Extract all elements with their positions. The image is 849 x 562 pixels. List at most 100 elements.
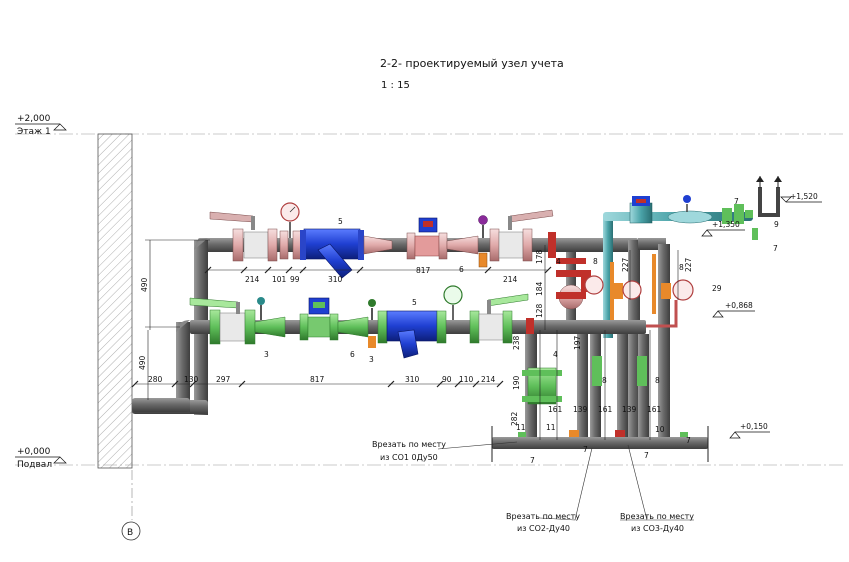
- leader-lines: [437, 441, 694, 521]
- callout: 8: [602, 376, 607, 385]
- level-mark-0868: +0,868: [712, 301, 755, 318]
- callout: 6: [350, 350, 355, 359]
- callout: 3: [369, 355, 374, 364]
- callout: 4: [553, 350, 558, 359]
- level-mark-1350: +1,350: [701, 220, 745, 237]
- callout: 7: [686, 436, 691, 445]
- dim-label: 128: [535, 303, 544, 318]
- callout: 11: [516, 423, 526, 432]
- callout: 8: [593, 257, 598, 266]
- level-mark-top: +2,000 Этаж 1: [15, 114, 67, 137]
- level-mark-0150: +0,150: [729, 422, 770, 439]
- level-mark-bottom: +0,000 Подвал: [15, 447, 67, 470]
- dim-label: 214: [481, 375, 496, 384]
- upper-dimension-labels: 214 101 99 310 817 214: [245, 266, 518, 284]
- callout: 4: [556, 257, 561, 266]
- flange: [232, 228, 244, 262]
- callout: 11: [546, 423, 556, 432]
- drawing-scale: 1 : 15: [381, 80, 410, 91]
- dim-label: 110: [459, 375, 474, 384]
- callout: 3: [264, 350, 269, 359]
- pressure-gauge: [672, 279, 694, 301]
- dim-label: 297: [216, 375, 231, 384]
- note-line: из СО3-Ду40: [631, 524, 684, 533]
- regulator-assembly: [556, 252, 586, 330]
- valve-handle: [209, 211, 254, 223]
- callout: 5: [412, 298, 417, 307]
- dim-label: 161: [548, 405, 563, 414]
- thermometer: [478, 215, 488, 225]
- axis-bubble: [121, 521, 141, 541]
- dim-label: 227: [621, 257, 630, 272]
- level-bottom-name: Подвал: [17, 460, 52, 470]
- note-3: Врезать по месту из СО3-Ду40: [620, 512, 694, 533]
- callout: 8: [679, 263, 684, 272]
- pressure-gauge: [584, 275, 604, 295]
- dim-label: 130: [184, 375, 199, 384]
- dim-label: 227: [684, 257, 693, 272]
- dimensions: [131, 239, 679, 440]
- note-line: Врезать по месту: [372, 440, 446, 449]
- callout: 7: [773, 244, 778, 253]
- dim-label: 214: [503, 275, 518, 284]
- dim-label: 817: [310, 375, 325, 384]
- dim-label: 310: [405, 375, 420, 384]
- dim-label: 139: [573, 405, 588, 414]
- dim-label: 90: [442, 375, 452, 384]
- note-line: Врезать по месту: [620, 512, 694, 521]
- callout: 9: [774, 220, 779, 229]
- callout: 10: [655, 425, 665, 434]
- dim-label: 280: [148, 375, 163, 384]
- callout: 7: [530, 456, 535, 465]
- dim-label: 238: [512, 335, 521, 350]
- callout: 7: [734, 197, 739, 206]
- level-value: +0,150: [740, 422, 768, 431]
- dim-label: 817: [416, 266, 431, 275]
- callout: 7: [583, 445, 588, 454]
- level-value: +1,350: [712, 220, 740, 229]
- note-2: Врезать по месту из СО2-Ду40: [506, 512, 580, 533]
- wall-section: [97, 133, 133, 469]
- callout: 8: [655, 376, 660, 385]
- drawing-title: 2-2- проектируемый узел учета: [380, 57, 564, 70]
- dim-label: 197: [573, 335, 582, 350]
- level-mark-1520: +1,520: [780, 192, 822, 203]
- level-lines: [15, 133, 845, 466]
- dim-label: 214: [245, 275, 260, 284]
- right-gauges: [581, 254, 694, 328]
- callout: 7: [644, 451, 649, 460]
- flowmeter: [414, 235, 440, 257]
- dim-label: 99: [290, 275, 300, 284]
- level-value: +1,520: [790, 192, 818, 201]
- dim-label: 282: [510, 411, 519, 426]
- dim-label: 184: [535, 281, 544, 296]
- callout: 29: [712, 284, 722, 293]
- level-top-name: Этаж 1: [17, 127, 51, 137]
- callout: 5: [338, 217, 343, 226]
- dim-label: 139: [622, 405, 637, 414]
- note-1: Врезать по месту из СО1 0Ду50: [372, 440, 446, 462]
- vertical-dimension-labels: 490 490 178 184 128 238 197 190 282 161 …: [138, 249, 693, 426]
- note-line: из СО1 0Ду50: [380, 453, 438, 462]
- lower-dimension-labels: 280 130 297 817 310 90 110 214: [148, 375, 496, 384]
- note-line: из СО2-Ду40: [517, 524, 570, 533]
- dim-label: 190: [512, 375, 521, 390]
- ball-valve: [243, 231, 269, 259]
- level-top-value: +2,000: [17, 114, 51, 124]
- dim-label: 161: [598, 405, 613, 414]
- pressure-gauge: [443, 285, 463, 305]
- teal-branch: [603, 176, 782, 338]
- callout-numbers: 5 6 5 6 3 3 4 4 8 8 8 8 29 7 7 7 7 7 7 9…: [264, 197, 779, 465]
- note-line: Врезать по месту: [506, 512, 580, 521]
- dim-label: 161: [647, 405, 662, 414]
- flowmeter: [307, 316, 331, 338]
- dim-label: 490: [140, 277, 149, 292]
- bottom-collector: [492, 437, 708, 449]
- dim-label: 310: [328, 275, 343, 284]
- dim-label: 101: [272, 275, 287, 284]
- dim-label: 490: [138, 355, 147, 370]
- lower-pipeline: [132, 285, 646, 412]
- axis-label: В: [127, 528, 133, 538]
- callout: 6: [459, 265, 464, 274]
